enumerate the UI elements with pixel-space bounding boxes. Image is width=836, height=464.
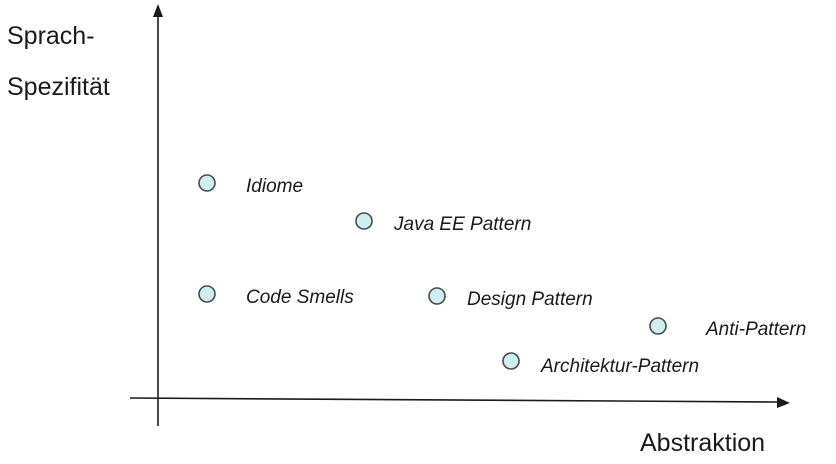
point-marker xyxy=(355,212,373,230)
point-marker xyxy=(198,285,216,303)
point-marker xyxy=(502,352,520,370)
point-label: Design Pattern xyxy=(467,289,593,310)
y-axis-arrowhead xyxy=(153,4,163,17)
point-marker xyxy=(198,174,216,192)
point-label: Idiome xyxy=(246,176,303,197)
point-architektur-pattern: Architektur-Pattern xyxy=(502,352,699,377)
y-axis-label-line-2: Spezifität xyxy=(7,73,110,101)
point-java-ee-pattern: Java EE Pattern xyxy=(355,212,531,235)
point-code-smells: Code Smells xyxy=(198,285,354,308)
point-label: Java EE Pattern xyxy=(393,214,531,235)
point-marker xyxy=(428,287,446,305)
x-axis-label: Abstraktion xyxy=(640,429,765,457)
y-axis-label-line-1: Sprach- xyxy=(7,22,95,50)
point-label: Anti-Pattern xyxy=(705,319,806,340)
point-label: Architektur-Pattern xyxy=(540,356,699,377)
x-axis-line xyxy=(129,397,779,403)
x-axis-arrowhead xyxy=(777,397,790,408)
point-design-pattern: Design Pattern xyxy=(428,287,593,310)
point-marker xyxy=(649,317,667,335)
point-idiome: Idiome xyxy=(198,174,303,197)
point-label: Code Smells xyxy=(246,287,354,308)
point-anti-pattern: Anti-Pattern xyxy=(649,317,806,340)
